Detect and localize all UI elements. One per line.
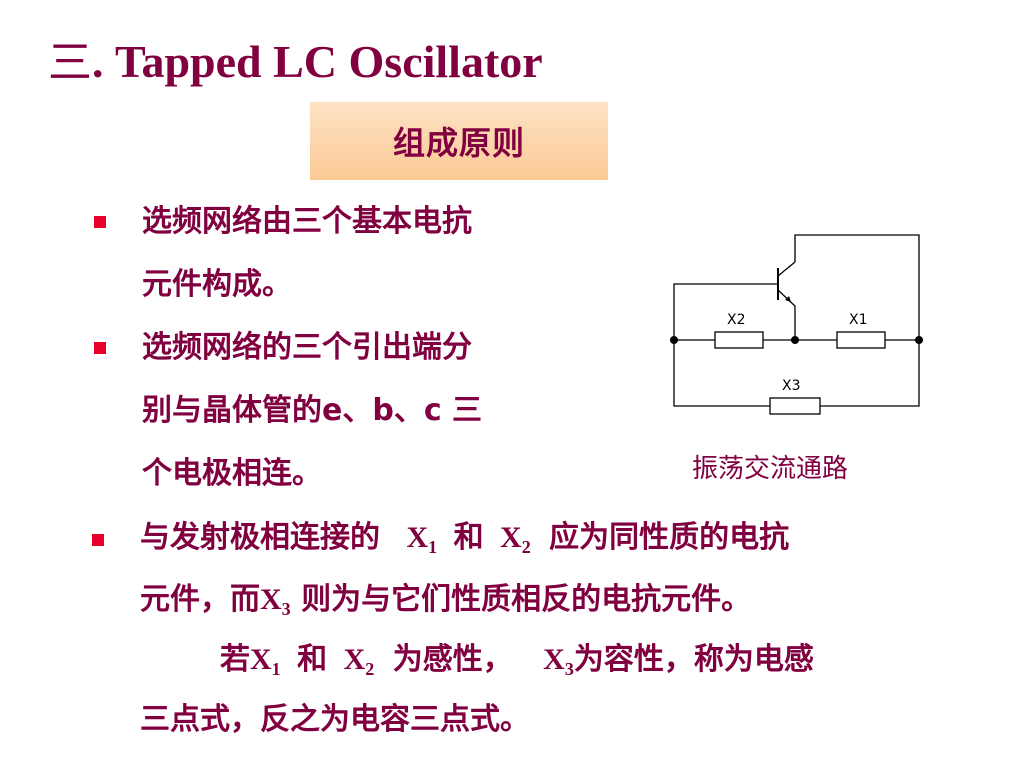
bullet-marker-2 <box>94 342 106 354</box>
symbol-x3: X3 <box>260 583 291 619</box>
b3-l3-d: 为容性，称为电感 <box>573 642 814 677</box>
label-x1: X1 <box>849 312 868 328</box>
subtitle-box: 组成原则 <box>310 102 608 180</box>
bullet-2-line-2: 别与晶体管的e、b、c 三 <box>142 393 483 428</box>
symbol-x1-b: X1 <box>250 643 281 679</box>
b3-l2-a: 元件，而 <box>140 582 260 617</box>
bullet-3-line-4: 三点式，反之为电容三点式。 <box>140 702 530 737</box>
transistor-emitter <box>777 289 796 340</box>
right-wire <box>820 340 920 407</box>
bullet-1-line-2: 元件构成。 <box>142 267 292 302</box>
oscillator-circuit-diagram: X2 X1 X3 <box>670 234 923 415</box>
symbol-x2-b: X2 <box>343 643 375 679</box>
title-number: 三 <box>48 37 92 88</box>
symbol-x2: X2 <box>500 521 531 557</box>
label-x2: X2 <box>727 312 746 328</box>
impedance-x3 <box>769 397 821 415</box>
impedance-x1 <box>836 331 886 349</box>
b3-l1-a: 与发射极相连接的 <box>140 520 380 555</box>
bullet-3-line-3: 若X1 和 X2 为感性， X3为容性，称为电感 <box>220 642 814 687</box>
bullet-2-line-1: 选频网络的三个引出端分 <box>142 330 472 365</box>
symbol-x1: X1 <box>406 521 438 557</box>
bullet-3-line-1: 与发射极相连接的 X1 和 X2 应为同性质的电抗 <box>140 520 789 565</box>
symbol-x3-b: X3 <box>543 643 574 679</box>
junction-left <box>670 336 678 344</box>
b3-l2-b: 则为与它们性质相反的电抗元件。 <box>301 582 752 617</box>
b3-l3-a: 若 <box>220 642 250 677</box>
label-x3: X3 <box>782 378 801 394</box>
page-title: 三. Tapped LC Oscillator <box>48 26 543 96</box>
bullet-2-line-3: 个电极相连。 <box>142 456 322 491</box>
b3-l1-c: 应为同性质的电抗 <box>549 520 790 555</box>
b3-l1-b: 和 <box>453 520 484 555</box>
b3-l3-c: 为感性， <box>392 642 513 677</box>
bullet-marker-1 <box>94 216 106 228</box>
impedance-x2 <box>714 331 764 349</box>
junction-right <box>915 336 923 344</box>
title-text: . Tapped LC Oscillator <box>92 36 543 87</box>
bullet-1-line-1: 选频网络由三个基本电抗 <box>142 204 472 239</box>
bullet-3-line-2: 元件，而X3 则为与它们性质相反的电抗元件。 <box>140 582 751 627</box>
subtitle-text: 组成原则 <box>392 124 525 162</box>
bullet-marker-3 <box>92 534 104 546</box>
b3-l3-b: 和 <box>297 642 328 677</box>
emitter-arrow <box>785 296 791 302</box>
collector-wire <box>794 234 920 340</box>
circuit-caption: 振荡交流通路 <box>692 454 849 484</box>
base-wire <box>673 283 778 407</box>
junction-center <box>791 336 799 344</box>
transistor-collector <box>777 261 796 277</box>
